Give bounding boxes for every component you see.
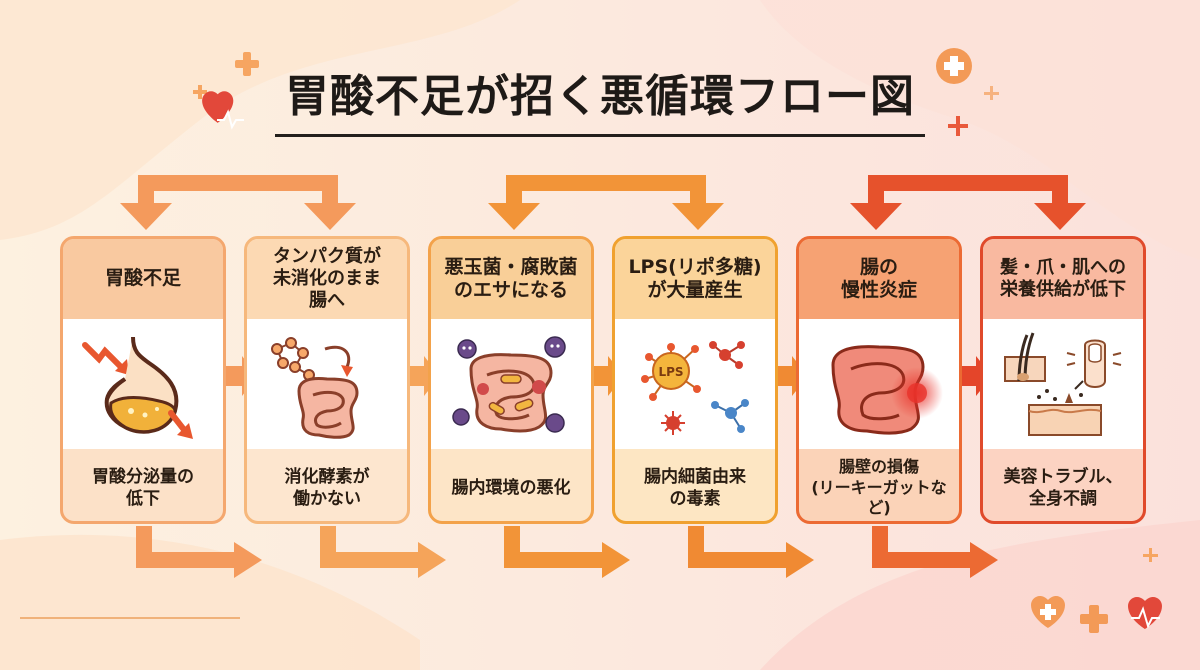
step-card-3-description: 腸内環境の悪化: [451, 477, 571, 498]
intestine-molecule-icon: [247, 319, 407, 449]
bacteria-intestine-icon: [431, 319, 591, 449]
step-card-4-description: 腸内細菌由来 の毒素: [644, 466, 746, 509]
step-card-1-heading: 胃酸不足: [63, 239, 223, 319]
step-card-6-heading: 髪・爪・肌への 栄養供給が低下: [983, 239, 1143, 319]
step-card-5: 腸の 慢性炎症 腸壁の損傷 (リーキーガットなど): [796, 236, 962, 524]
inflamed-intestine-icon: [799, 319, 959, 449]
step-card-5-heading: 腸の 慢性炎症: [799, 239, 959, 319]
hair-nail-skin-icon: [983, 319, 1143, 449]
step-card-1-description: 胃酸分泌量の 低下: [92, 466, 194, 509]
step-card-2: タンパク質が 未消化のまま 腸へ 消化酵素が 働かない: [244, 236, 410, 524]
step-card-4-heading: LPS(リポ多糖) が大量産生: [615, 239, 775, 319]
title-wrapper: 胃酸不足が招く悪循環フロー図: [0, 60, 1200, 137]
step-card-6-description: 美容トラブル、 全身不調: [1003, 466, 1123, 509]
lps-badge: LPS: [658, 365, 683, 379]
step-card-4: LPS(リポ多糖) が大量産生 LPS 腸内細菌由来 の毒素: [612, 236, 778, 524]
step-card-5-description: 腸壁の損傷 (リーキーガットなど): [811, 456, 947, 518]
step-card-1: 胃酸不足 胃酸分泌量の 低下: [60, 236, 226, 524]
step-card-2-description: 消化酵素が 働かない: [284, 466, 370, 509]
stomach-icon: [63, 319, 223, 449]
step-card-3-heading: 悪玉菌・腐敗菌 のエサになる: [431, 239, 591, 319]
step-card-3: 悪玉菌・腐敗菌 のエサになる 腸内環境の悪化: [428, 236, 594, 524]
lps-molecule-icon: LPS: [615, 319, 775, 449]
step-card-2-heading: タンパク質が 未消化のまま 腸へ: [247, 239, 407, 319]
step-card-6: 髪・爪・肌への 栄養供給が低下 美容トラブル、 全身不調: [980, 236, 1146, 524]
page-title: 胃酸不足が招く悪循環フロー図: [275, 60, 925, 137]
